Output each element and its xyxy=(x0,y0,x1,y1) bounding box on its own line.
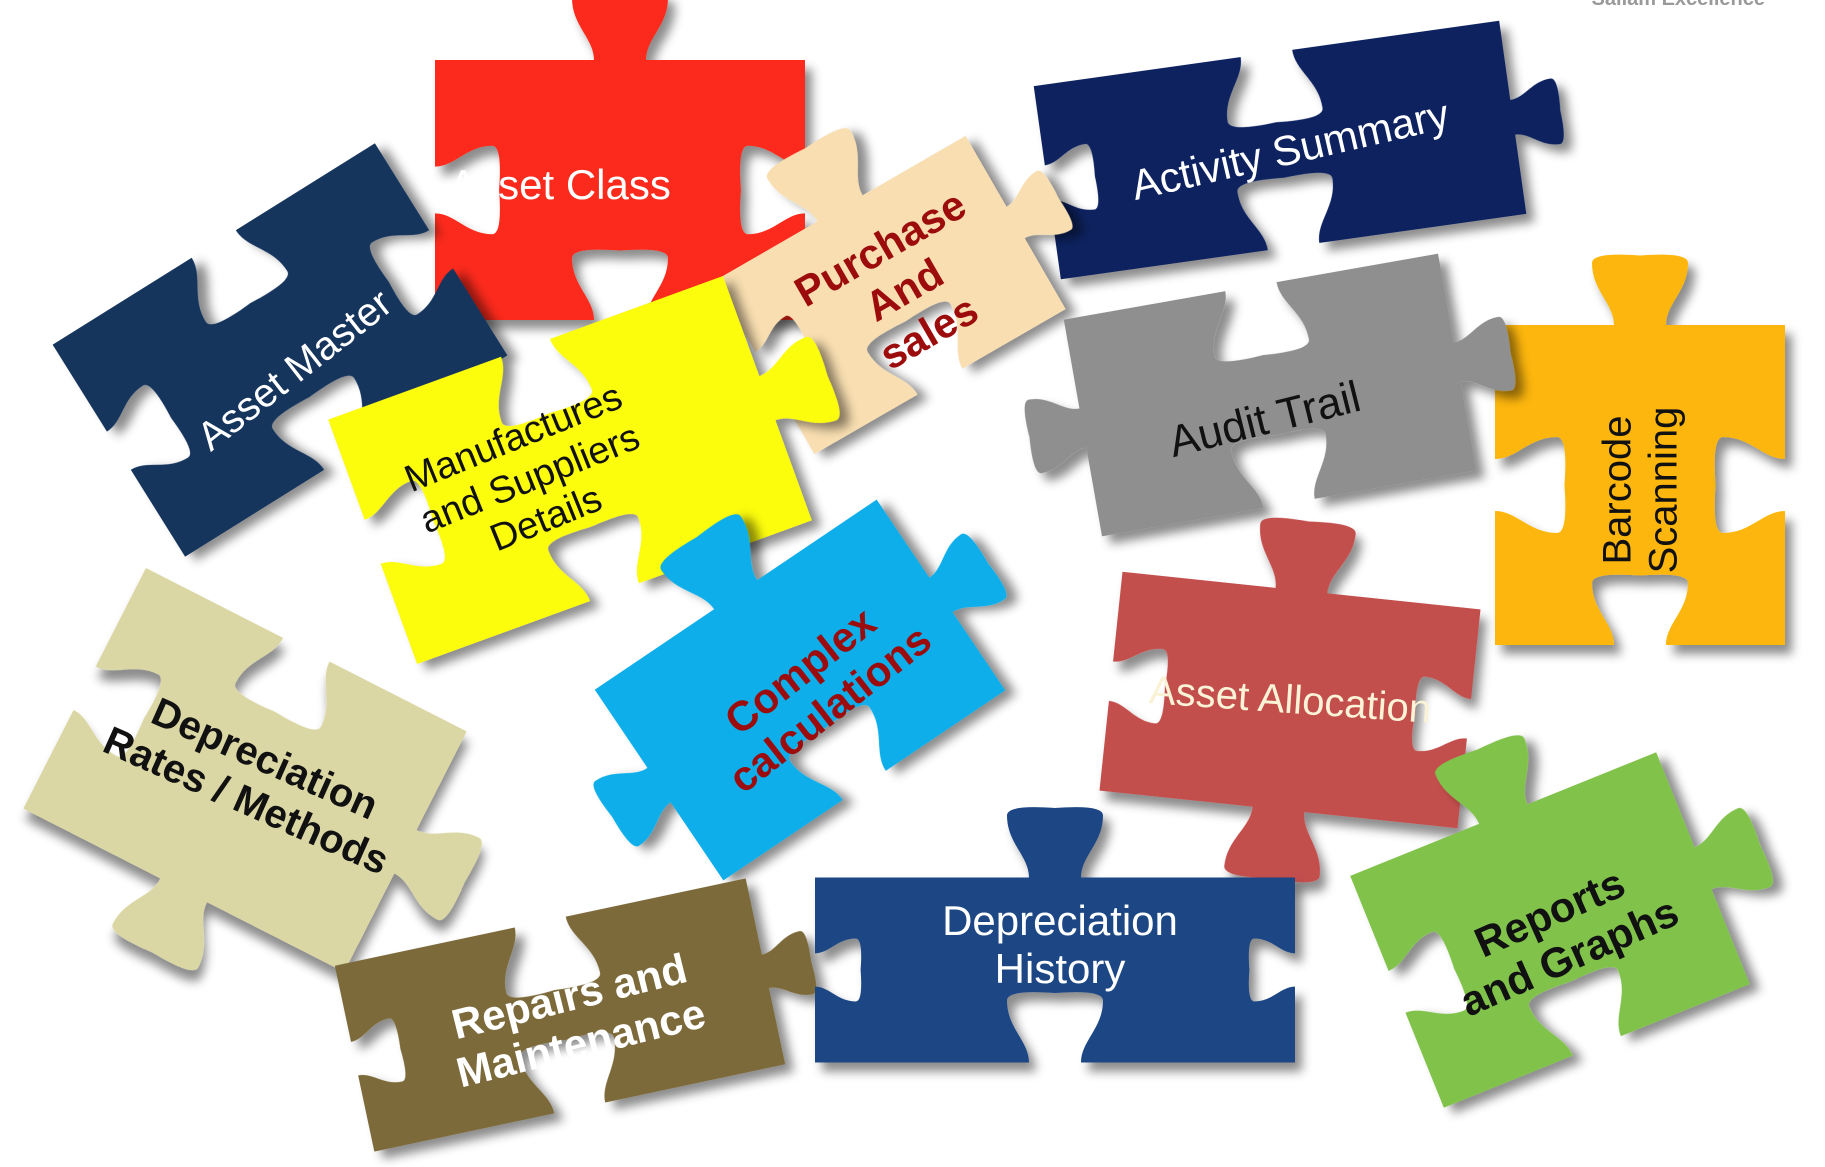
piece-shape-depreciation-rates xyxy=(23,567,482,973)
puzzle-piece-depreciation-rates xyxy=(23,567,482,973)
puzzle-piece-repairs-maintenance xyxy=(334,878,817,1152)
piece-shape-purchase-and-sales xyxy=(714,128,1073,455)
puzzle-piece-purchase-and-sales xyxy=(714,128,1073,455)
puzzle-piece-asset-allocation xyxy=(1099,517,1481,883)
puzzle-piece-asset-class xyxy=(435,0,805,320)
piece-shape-reports-graphs xyxy=(1350,735,1773,1108)
puzzle-piece-activity-summary xyxy=(1033,20,1564,280)
piece-shape-depreciation-history xyxy=(815,807,1295,1063)
piece-shape-manufactures-suppliers xyxy=(328,276,840,664)
puzzle-piece-reports-graphs xyxy=(1350,735,1773,1108)
puzzle-piece-audit-trail xyxy=(1024,253,1516,537)
puzzle-piece-complex-calculations xyxy=(593,499,1007,881)
piece-shape-asset-master xyxy=(52,143,508,557)
piece-shape-asset-class xyxy=(435,0,805,320)
puzzle-piece-barcode-scanning xyxy=(1495,254,1785,645)
puzzle-piece-asset-master xyxy=(52,143,508,557)
puzzle-piece-depreciation-history xyxy=(815,807,1295,1063)
piece-shape-audit-trail xyxy=(1024,253,1516,537)
piece-shape-asset-allocation xyxy=(1099,517,1481,883)
puzzle-piece-manufactures-suppliers xyxy=(328,276,840,664)
piece-shape-activity-summary xyxy=(1033,20,1564,280)
brand-watermark: Sailam Excellence xyxy=(1592,0,1765,11)
piece-shape-repairs-maintenance xyxy=(334,878,817,1152)
piece-shape-barcode-scanning xyxy=(1495,254,1785,645)
piece-shape-complex-calculations xyxy=(593,499,1007,881)
